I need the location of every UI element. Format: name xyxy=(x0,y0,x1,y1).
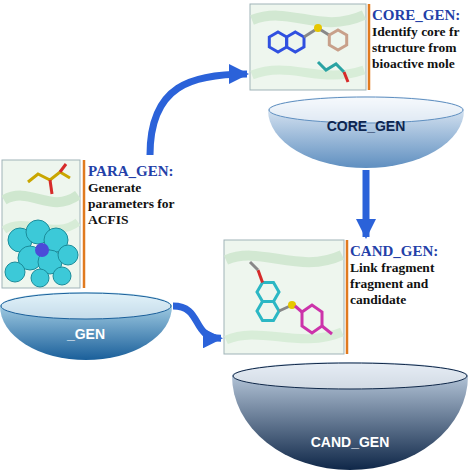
panel-description: Generate parameters for ACFIS xyxy=(88,180,188,228)
flow-arrow xyxy=(173,306,221,338)
stage-bowl: CORE_GEN xyxy=(268,96,464,168)
flow-arrow xyxy=(150,74,247,155)
stage-panel: PARA_GEN:Generate parameters for ACFIS xyxy=(0,158,190,290)
stage-label: CORE_GEN xyxy=(268,118,464,134)
panel-text: CORE_GEN:Identify core fr structure from… xyxy=(372,6,470,72)
panel-heading: CORE_GEN: xyxy=(372,6,470,24)
panel-text: PARA_GEN:Generate parameters for ACFIS xyxy=(88,162,188,228)
bowl-rim xyxy=(233,363,467,389)
cand-illustration xyxy=(224,240,347,354)
panel-text: CAND_GEN:Link fragment fragment and cand… xyxy=(350,242,470,308)
bowl-shape xyxy=(232,362,468,470)
bowl-body xyxy=(0,292,172,360)
panel-heading: PARA_GEN: xyxy=(88,162,188,180)
stage-bowl: _GEN xyxy=(0,292,172,360)
stage-panel: CAND_GEN:Link fragment fragment and cand… xyxy=(222,238,472,356)
stage-panel: CORE_GEN:Identify core fr structure from… xyxy=(248,2,472,92)
core-illustration xyxy=(250,4,369,90)
para-illustration xyxy=(2,160,84,288)
panel-heading: CAND_GEN: xyxy=(350,242,470,260)
stage-label: _GEN xyxy=(0,326,172,342)
stage-bowl: CAND_GEN xyxy=(232,362,468,470)
stage-label: CAND_GEN xyxy=(232,434,468,450)
panel-description: Link fragment fragment and candidate xyxy=(350,260,470,308)
flow-arrow xyxy=(363,170,370,237)
bowl-body xyxy=(232,362,468,470)
bowl-rim xyxy=(1,293,171,319)
bowl-body xyxy=(268,96,464,168)
panel-description: Identify core fr structure from bioactiv… xyxy=(372,24,470,72)
